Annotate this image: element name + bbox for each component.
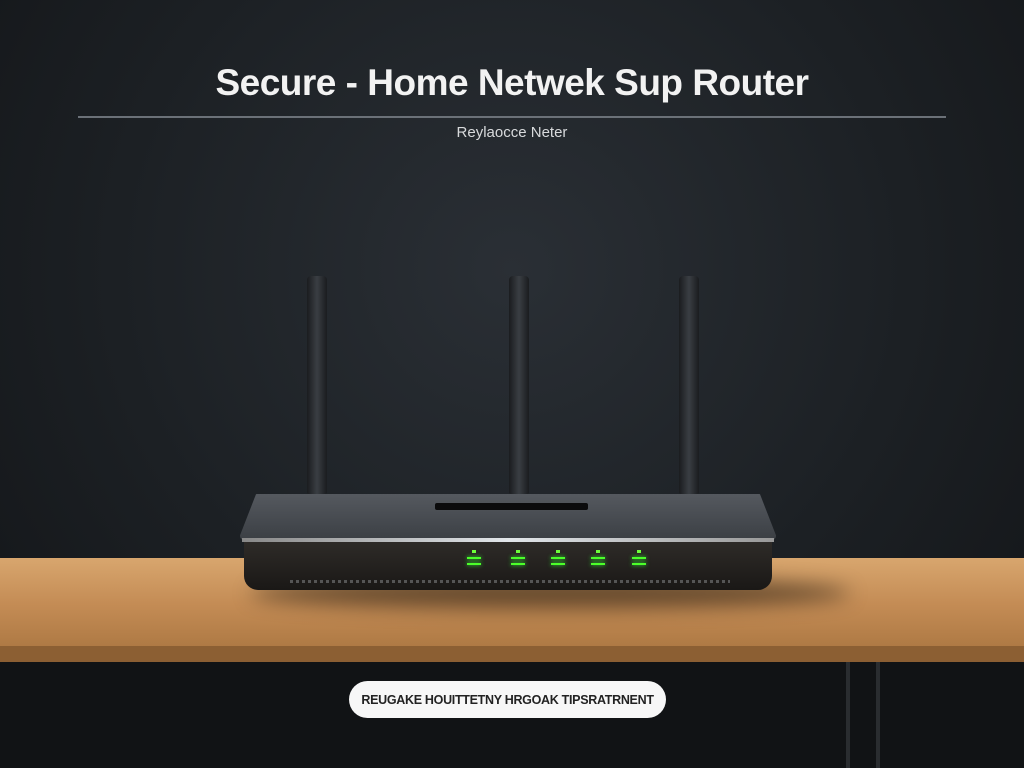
antenna-right	[679, 276, 699, 494]
status-led	[511, 550, 525, 569]
status-led	[551, 550, 565, 569]
router-vent	[290, 580, 730, 583]
status-led	[632, 550, 646, 569]
antenna-left	[307, 276, 327, 494]
action-button[interactable]: REUGAKE HOUITTETNY HRGOAK TIPSRATRNENT	[349, 681, 666, 718]
page-title: Secure - Home Netwek Sup Router	[215, 62, 809, 103]
subtitle: Reylaocce Neter	[456, 124, 568, 141]
table-leg	[846, 662, 850, 768]
router-top	[240, 494, 776, 540]
router-trim	[242, 538, 774, 542]
status-led	[467, 550, 481, 569]
status-led	[591, 550, 605, 569]
table-edge	[0, 646, 1024, 662]
router-label-slot	[435, 503, 588, 510]
divider	[78, 116, 946, 118]
antenna-center	[509, 276, 529, 494]
table-leg	[876, 662, 880, 768]
